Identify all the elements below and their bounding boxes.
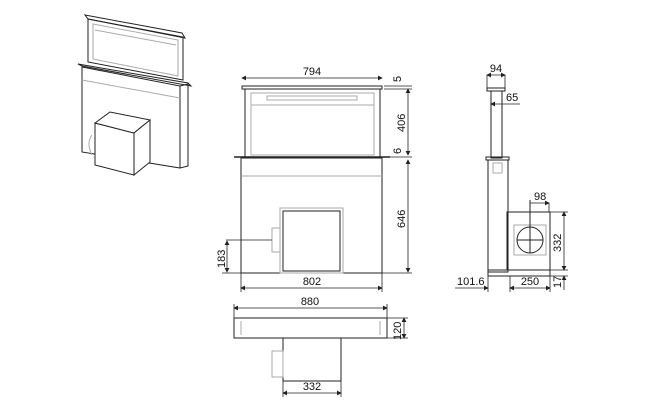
dim-332-side: 332 (552, 234, 564, 252)
bottom-view: 880 120 332 (233, 296, 408, 397)
dim-332-bottom: 332 (303, 381, 321, 393)
dim-94: 94 (490, 63, 502, 75)
dim-880: 880 (301, 296, 319, 308)
dim-183: 183 (216, 250, 228, 268)
isometric-view (77, 14, 193, 177)
dim-794: 794 (303, 66, 321, 78)
dim-5: 5 (392, 76, 404, 82)
dim-98: 98 (534, 191, 546, 203)
side-view: 94 65 98 332 17 101.6 250 (455, 63, 568, 292)
dim-65: 65 (506, 92, 518, 104)
dim-802: 802 (303, 276, 321, 288)
dim-6: 6 (392, 148, 404, 154)
front-view: 794 5 406 6 646 183 802 (216, 66, 412, 292)
dim-406: 406 (396, 114, 408, 132)
dim-120: 120 (392, 322, 404, 340)
dim-101-6: 101.6 (457, 276, 485, 288)
dim-250: 250 (521, 276, 539, 288)
dim-646: 646 (396, 210, 408, 228)
dim-17: 17 (552, 276, 564, 288)
